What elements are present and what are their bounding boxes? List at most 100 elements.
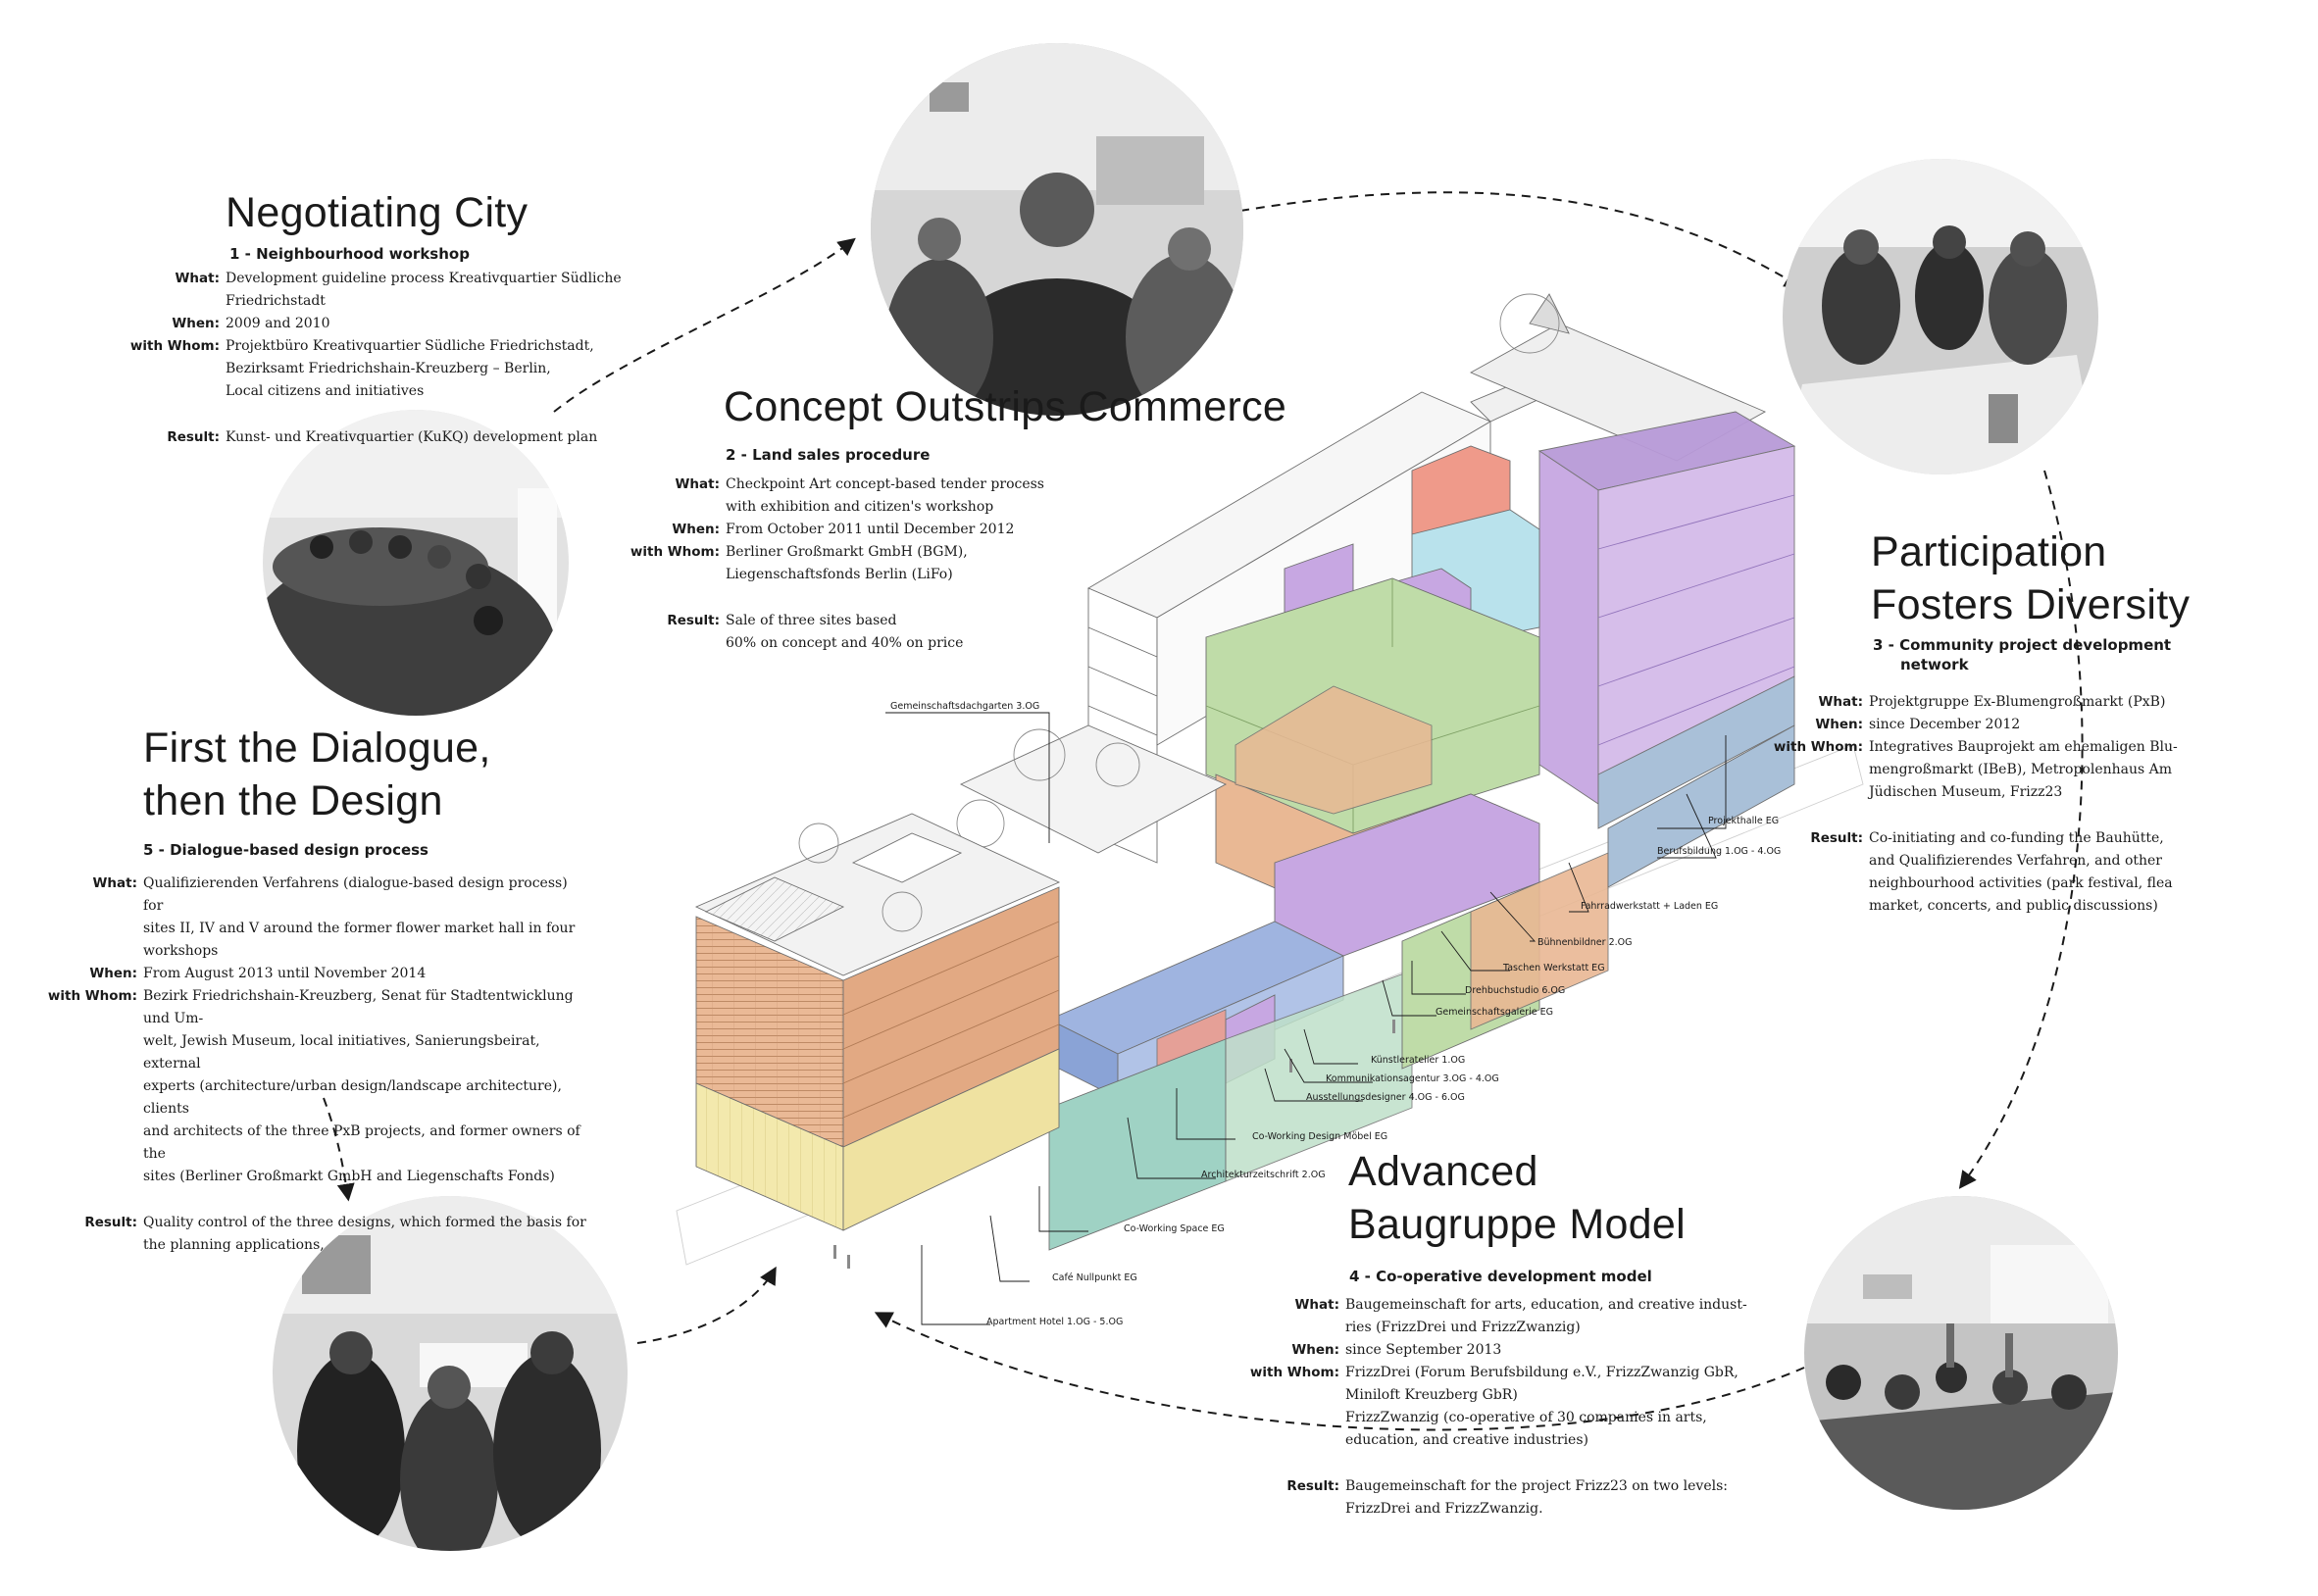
podium-strip <box>1047 724 1795 1251</box>
arrow-5-to-1 <box>636 1266 777 1344</box>
photo-circle-workshop-hall <box>263 410 569 716</box>
label-what: What: <box>675 476 720 492</box>
value-when: 2009 and 2010 <box>226 316 330 331</box>
value-result: neighbourhood activities (park festival,… <box>1869 875 2173 891</box>
isometric-building <box>676 293 1864 1269</box>
title-line: Fosters Diversity <box>1871 581 2191 628</box>
label-whom: with Whom: <box>47 988 137 1004</box>
photo-circle-table-meeting <box>1783 159 2098 474</box>
value-result: Kunst- und Kreativquartier (KuKQ) develo… <box>226 429 598 445</box>
value-whom: Projektbüro Kreativquartier Südliche Fri… <box>226 338 594 354</box>
label-fahrrad: Fahrradwerkstatt + Laden EG <box>1581 901 1718 912</box>
label-when: When: <box>89 966 137 981</box>
value-whom: Integratives Bauprojekt am ehemaligen Bl… <box>1869 739 2178 755</box>
subtitle-cooperative-model: 4 - Co-operative development model <box>1349 1268 1652 1285</box>
value-whom: and architects of the three PxB projects… <box>143 1123 580 1162</box>
title-line: then the Design <box>143 777 443 824</box>
value-whom: welt, Jewish Museum, local initiatives, … <box>143 1033 540 1072</box>
model-review-photo-icon <box>273 1196 628 1551</box>
value-whom: Bezirk Friedrichshain-Kreuzberg, Senat f… <box>143 988 574 1026</box>
value-whom: mengroßmarkt (IBeB), Metropolenhaus Am <box>1869 762 2173 777</box>
value-whom: FrizzZwanzig (co-operative of 30 compani… <box>1345 1410 1707 1425</box>
subtitle-line: network <box>1900 656 1969 673</box>
value-what: Baugemeinschaft for arts, education, and… <box>1345 1297 1747 1313</box>
value-when: From August 2013 until November 2014 <box>143 966 427 981</box>
label-cafe: Café Nullpunkt EG <box>1052 1272 1137 1283</box>
info-negotiating: What: Development guideline process Kreat… <box>108 268 628 449</box>
value-result: 60% on concept and 40% on price <box>726 635 964 651</box>
value-what: Development guideline process Kreativqua… <box>226 271 622 309</box>
info-concept: What: Checkpoint Art concept-based tender… <box>598 474 1088 655</box>
photo-circle-hand-vote <box>1804 1196 2118 1510</box>
subtitle-dialogue-design: 5 - Dialogue-based design process <box>143 841 428 859</box>
value-when: From October 2011 until December 2012 <box>726 522 1015 537</box>
label-dachgarten: Gemeinschaftsdachgarten 3.OG <box>890 701 1039 712</box>
label-coworking-design: Co-Working Design Möbel EG <box>1252 1131 1387 1142</box>
title-line: Participation <box>1871 528 2107 575</box>
title-concept-outstrips-commerce: Concept Outstrips Commerce <box>724 383 1287 430</box>
value-whom: Miniloft Kreuzberg GbR) <box>1345 1387 1518 1403</box>
voting-photo-icon <box>1804 1196 2118 1510</box>
label-buehnen: Bühnenbildner 2.OG <box>1537 937 1632 948</box>
value-whom: Bezirksamt Friedrichshain-Kreuzberg – Be… <box>226 361 551 376</box>
value-result: market, concerts, and public discussions… <box>1869 898 2158 914</box>
photo-circle-model-review <box>273 1196 628 1551</box>
label-result: Result: <box>84 1215 137 1230</box>
label-when: When: <box>1815 717 1863 732</box>
arrow-3-to-4 <box>1958 470 2084 1189</box>
label-coworking-space: Co-Working Space EG <box>1124 1223 1225 1234</box>
label-projekthalle: Projekthalle EG <box>1708 816 1779 826</box>
photo-circle-speaker <box>871 43 1243 416</box>
value-what: ries (FrizzDrei und FrizzZwanzig) <box>1345 1320 1581 1335</box>
value-what: Qualifizierenden Verfahrens (dialogue-ba… <box>143 875 568 914</box>
value-what: with exhibition and citizen's workshop <box>726 499 994 515</box>
label-result: Result: <box>1810 830 1863 846</box>
value-when: since December 2012 <box>1869 717 2021 732</box>
label-result: Result: <box>1286 1478 1339 1494</box>
value-what: Checkpoint Art concept-based tender proc… <box>726 476 1044 492</box>
tower-orange <box>694 813 1061 1231</box>
label-when: When: <box>172 316 220 331</box>
value-result: Sale of three sites based <box>726 613 897 628</box>
title-line: Baugruppe Model <box>1348 1201 1686 1248</box>
value-whom: education, and creative industries) <box>1345 1432 1588 1448</box>
label-what: What: <box>1294 1297 1339 1313</box>
value-whom: FrizzDrei (Forum Berufsbildung e.V., Fri… <box>1345 1365 1738 1380</box>
label-whom: with Whom: <box>1249 1365 1339 1380</box>
arrow-dialogue-down <box>323 1097 355 1202</box>
label-what: What: <box>1818 694 1863 710</box>
value-result: the planning applications, <box>143 1237 325 1253</box>
label-what: What: <box>175 271 220 286</box>
arrow-2-to-3 <box>1239 191 1803 288</box>
label-whom: with Whom: <box>129 338 220 354</box>
value-whom: Jüdischen Museum, Frizz23 <box>1869 784 2063 800</box>
title-negotiating-city: Negotiating City <box>226 189 529 236</box>
info-participation: What: Projektgruppe Ex-Blumengroßmarkt (P… <box>1726 691 2275 918</box>
title-advanced-baugruppe: Advanced Baugruppe Model <box>1348 1145 1686 1251</box>
label-result: Result: <box>667 613 720 628</box>
subtitle-neighbourhood-workshop: 1 - Neighbourhood workshop <box>229 245 470 263</box>
arrow-1-to-2 <box>553 237 856 413</box>
label-drehbuch: Drehbuchstudio 6.OG <box>1465 985 1565 996</box>
title-line: First the Dialogue, <box>143 724 491 772</box>
label-galerie: Gemeinschaftsgalerie EG <box>1436 1007 1553 1018</box>
label-apartment: Apartment Hotel 1.OG - 5.OG <box>986 1317 1123 1327</box>
value-what: workshops <box>143 943 219 959</box>
value-what: Projektgruppe Ex-Blumengroßmarkt (PxB) <box>1869 694 2166 710</box>
title-line: Advanced <box>1348 1148 1538 1195</box>
value-whom: Local citizens and initiatives <box>226 383 425 399</box>
leader-lines <box>885 712 1727 1325</box>
value-whom: experts (architecture/urban design/lands… <box>143 1078 562 1117</box>
label-when: When: <box>1291 1342 1339 1358</box>
value-whom: Liegenschaftsfonds Berlin (LiFo) <box>726 567 953 582</box>
label-taschen: Taschen Werkstatt EG <box>1502 963 1605 973</box>
subtitle-land-sales: 2 - Land sales procedure <box>726 446 931 464</box>
subtitle-community-network: 3 - Community project development networ… <box>1873 635 2196 674</box>
value-result: Co-initiating and co-funding the Bauhütt… <box>1869 830 2164 846</box>
label-ausstellung: Ausstellungsdesigner 4.OG - 6.OG <box>1306 1092 1465 1103</box>
title-first-the-dialogue: First the Dialogue, then the Design <box>143 722 491 827</box>
building-labels: Gemeinschaftsdachgarten 3.OG Projekthall… <box>890 701 1781 1327</box>
info-advanced: What: Baugemeinschaft for arts, education… <box>1206 1294 1755 1521</box>
value-when: since September 2013 <box>1345 1342 1502 1358</box>
